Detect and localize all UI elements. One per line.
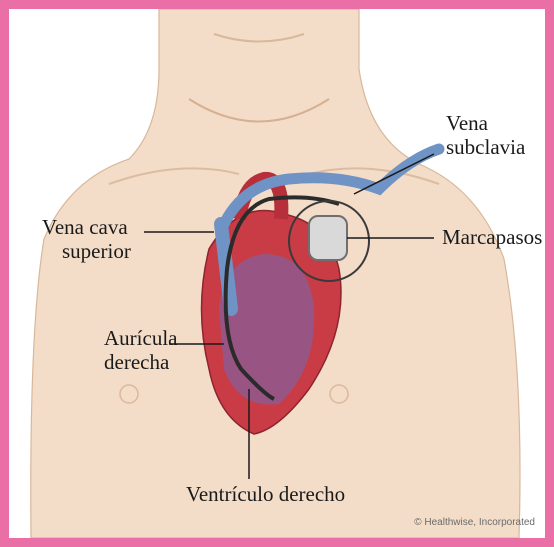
label-ventriculo: Ventrículo derecho (186, 483, 345, 506)
label-vena-cava-2: superior (62, 240, 131, 263)
label-auricula-1: Aurícula (104, 327, 177, 350)
label-vena-cava-1: Vena cava (42, 216, 128, 239)
label-auricula-2: derecha (104, 351, 169, 374)
label-vena-subclavia-2: subclavia (446, 136, 525, 159)
label-vena-subclavia-1: Vena (446, 112, 488, 135)
label-marcapasos: Marcapasos (442, 226, 542, 249)
chest-illustration (9, 9, 545, 538)
credit-text: © Healthwise, Incorporated (414, 517, 535, 528)
pacemaker-device (309, 216, 347, 260)
